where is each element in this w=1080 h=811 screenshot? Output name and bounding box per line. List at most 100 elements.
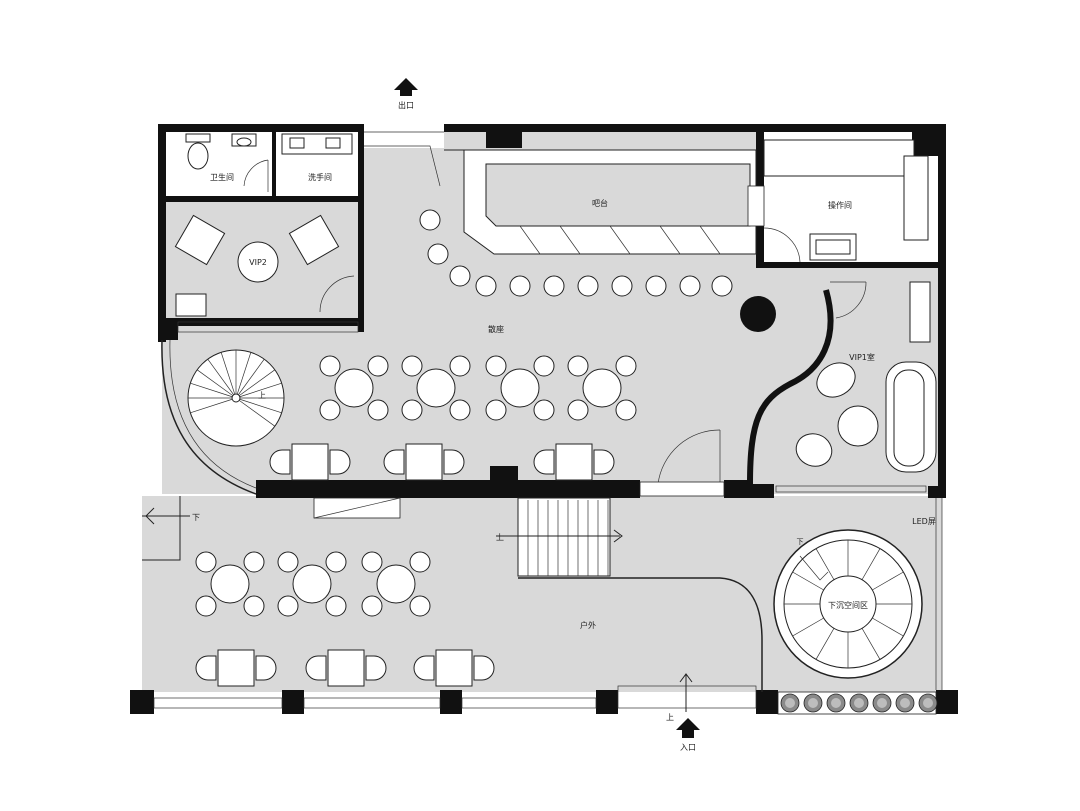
round-table [292,564,332,604]
outdoor-floor-top [180,496,300,556]
lounge-door [639,429,725,497]
indoor-square-tables [269,443,615,481]
label-outdoor: 户外 [580,620,596,630]
toilet-block [166,132,364,332]
room-labels: 出口 入口 卫生间 洗手间 VIP2 吧台 操作间 散座 VIP1室 上 下 上… [192,100,936,752]
chair [533,449,555,475]
label-bar: 吧台 [592,198,608,208]
square-table-set [383,443,465,481]
entrance-arrow-icon [676,673,700,738]
chair [413,655,435,681]
chair [277,551,299,573]
chair [319,355,341,377]
vip1-room [747,272,938,493]
label-led-screen: LED屏 [912,517,936,526]
round-table-set [485,355,555,421]
square-table [291,443,329,481]
label-down-left: 下 [192,513,200,522]
indoor-tables [319,355,637,421]
label-entrance: 入口 [680,743,696,752]
label-up-spiral: 上 [258,391,266,400]
outer-walls [130,124,958,714]
label-up-stair: 上 [496,533,504,542]
round-table-set [567,355,637,421]
round-table-set [401,355,471,421]
round-table-set [361,551,431,617]
square-table [555,443,593,481]
chair [567,355,589,377]
outdoor-square-tables [195,649,495,687]
chair [361,595,383,617]
square-table-set [269,443,351,481]
label-washroom: 洗手间 [308,172,332,182]
planters [777,691,938,715]
chair [269,449,291,475]
outdoor-tables [195,551,431,617]
chair [195,595,217,617]
square-table [405,443,443,481]
label-vip1: VIP1室 [849,352,875,362]
spiral-stair [161,339,285,495]
vip2-room [166,202,364,333]
label-vip2: VIP2 [249,258,267,267]
chair [195,551,217,573]
chair [325,595,347,617]
square-table-set [413,649,495,687]
label-toilet: 卫生间 [210,172,234,182]
chair [305,655,327,681]
label-up-entrance: 上 [666,713,674,722]
exit-arrow-icon [394,78,418,96]
sunken-area [773,498,943,690]
chair [367,399,389,421]
square-table-set [305,649,387,687]
chair [401,399,423,421]
chair [383,449,405,475]
chair [243,595,265,617]
bar-counter [419,149,776,332]
chair [567,399,589,421]
chair [449,399,471,421]
chair [365,655,387,681]
chair [319,399,341,421]
chair [443,449,465,475]
round-table-set [277,551,347,617]
round-table-set [195,551,265,617]
square-table [327,649,365,687]
label-exit: 出口 [398,100,414,110]
label-seating: 散座 [488,324,504,334]
square-table-set [533,443,615,481]
round-table-set [319,355,389,421]
chair [533,399,555,421]
square-table-set [195,649,277,687]
chair [615,355,637,377]
chair [473,655,495,681]
chair [485,355,507,377]
chair [485,399,507,421]
chair [255,655,277,681]
chair [409,595,431,617]
exit-door [364,124,444,187]
round-table [210,564,250,604]
chair [533,355,555,377]
label-sunken-area: 下沉空间区 [828,600,868,610]
chair [401,355,423,377]
chair [243,551,265,573]
square-table [435,649,473,687]
chair [195,655,217,681]
chair [615,399,637,421]
round-table [500,368,540,408]
round-table [334,368,374,408]
chair [361,551,383,573]
outdoor-features [142,496,763,692]
label-operation-room: 操作间 [828,200,852,210]
chair [367,355,389,377]
label-down-sunken: 下 [797,538,804,546]
round-table [582,368,622,408]
chair [409,551,431,573]
chair [593,449,615,475]
square-table [217,649,255,687]
round-table [376,564,416,604]
chair [277,595,299,617]
